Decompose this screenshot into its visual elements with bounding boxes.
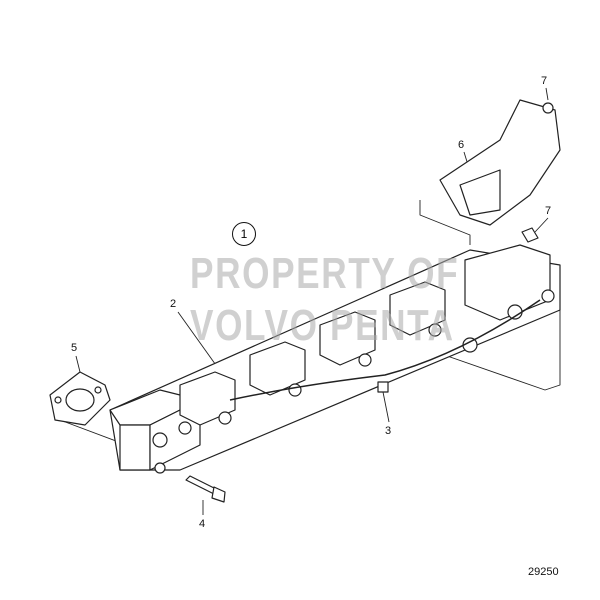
watermark-line-1: PROPERTY OF: [190, 249, 460, 298]
gasket: [49, 371, 111, 426]
callout-6: 6: [458, 139, 465, 151]
figure-number: 29250: [528, 566, 559, 578]
pipe: [229, 299, 541, 401]
callout-5: 5: [71, 342, 78, 354]
callout-4: 4: [199, 518, 206, 530]
callout-2: 2: [170, 298, 177, 310]
callout-7-top: 7: [541, 75, 548, 87]
bolt-holes: [152, 289, 555, 474]
bolt: [185, 475, 226, 503]
callout-7-bottom: 7: [545, 205, 552, 217]
callout-3: 3: [385, 425, 392, 437]
heat-shield: [439, 99, 561, 243]
sensor: [377, 381, 389, 393]
manifold-ports: [179, 244, 551, 426]
callout-1: 1: [232, 222, 256, 246]
manifold-body: [109, 244, 561, 474]
watermark-line-2: VOLVO PENTA: [190, 301, 455, 350]
